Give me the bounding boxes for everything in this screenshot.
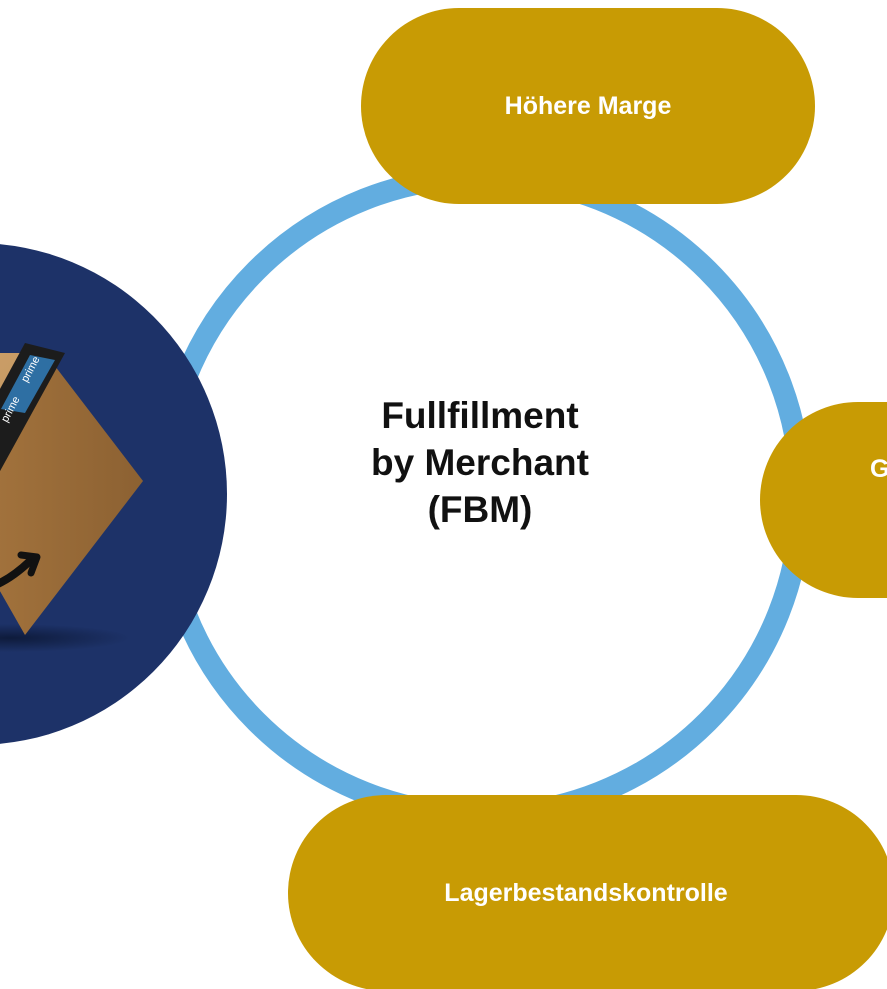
node-inventory-control-label: Lagerbestandskontrolle [444,878,728,907]
node-right-label: G [870,454,887,483]
node-inventory-control: Lagerbestandskontrolle [288,795,887,989]
amazon-package-icon: prime prime [0,343,143,652]
center-title-line-1: Fullfillment [381,395,579,436]
center-title: Fullfillment by Merchant (FBM) [280,392,680,533]
node-higher-margin-label: Höhere Marge [504,91,672,120]
node-higher-margin: Höhere Marge [361,8,815,204]
center-title-line-2: by Merchant [371,442,589,483]
center-title-line-3: (FBM) [427,489,533,530]
package-image-circle: prime prime [0,243,227,745]
